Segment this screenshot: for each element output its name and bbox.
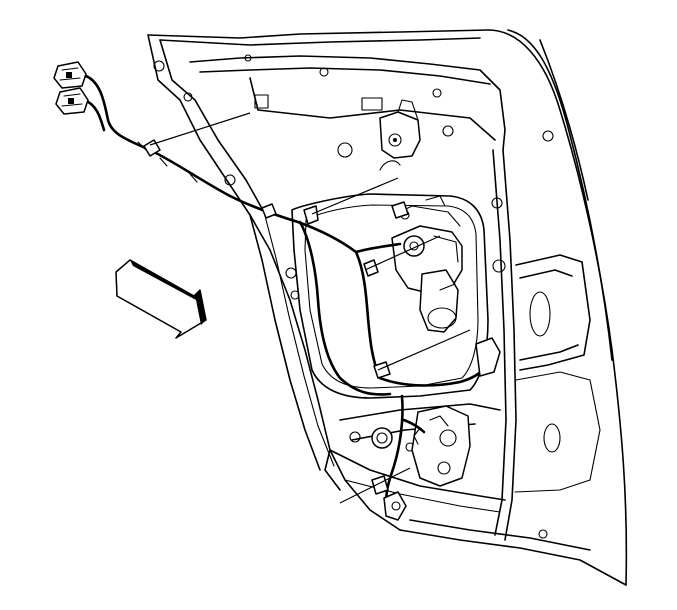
front-view-arrow-icon	[115, 259, 207, 339]
window-regulator-motor	[391, 205, 463, 333]
upper-latch-bracket	[379, 99, 421, 159]
wiring-harness	[82, 74, 494, 508]
door-inner-panel	[153, 54, 601, 541]
callout-leader-lines	[149, 112, 471, 504]
harness-clips	[143, 139, 501, 521]
harness-connector-lower	[55, 87, 89, 115]
harness-connector-upper	[53, 61, 87, 89]
lower-latch-mechanism	[371, 405, 471, 487]
